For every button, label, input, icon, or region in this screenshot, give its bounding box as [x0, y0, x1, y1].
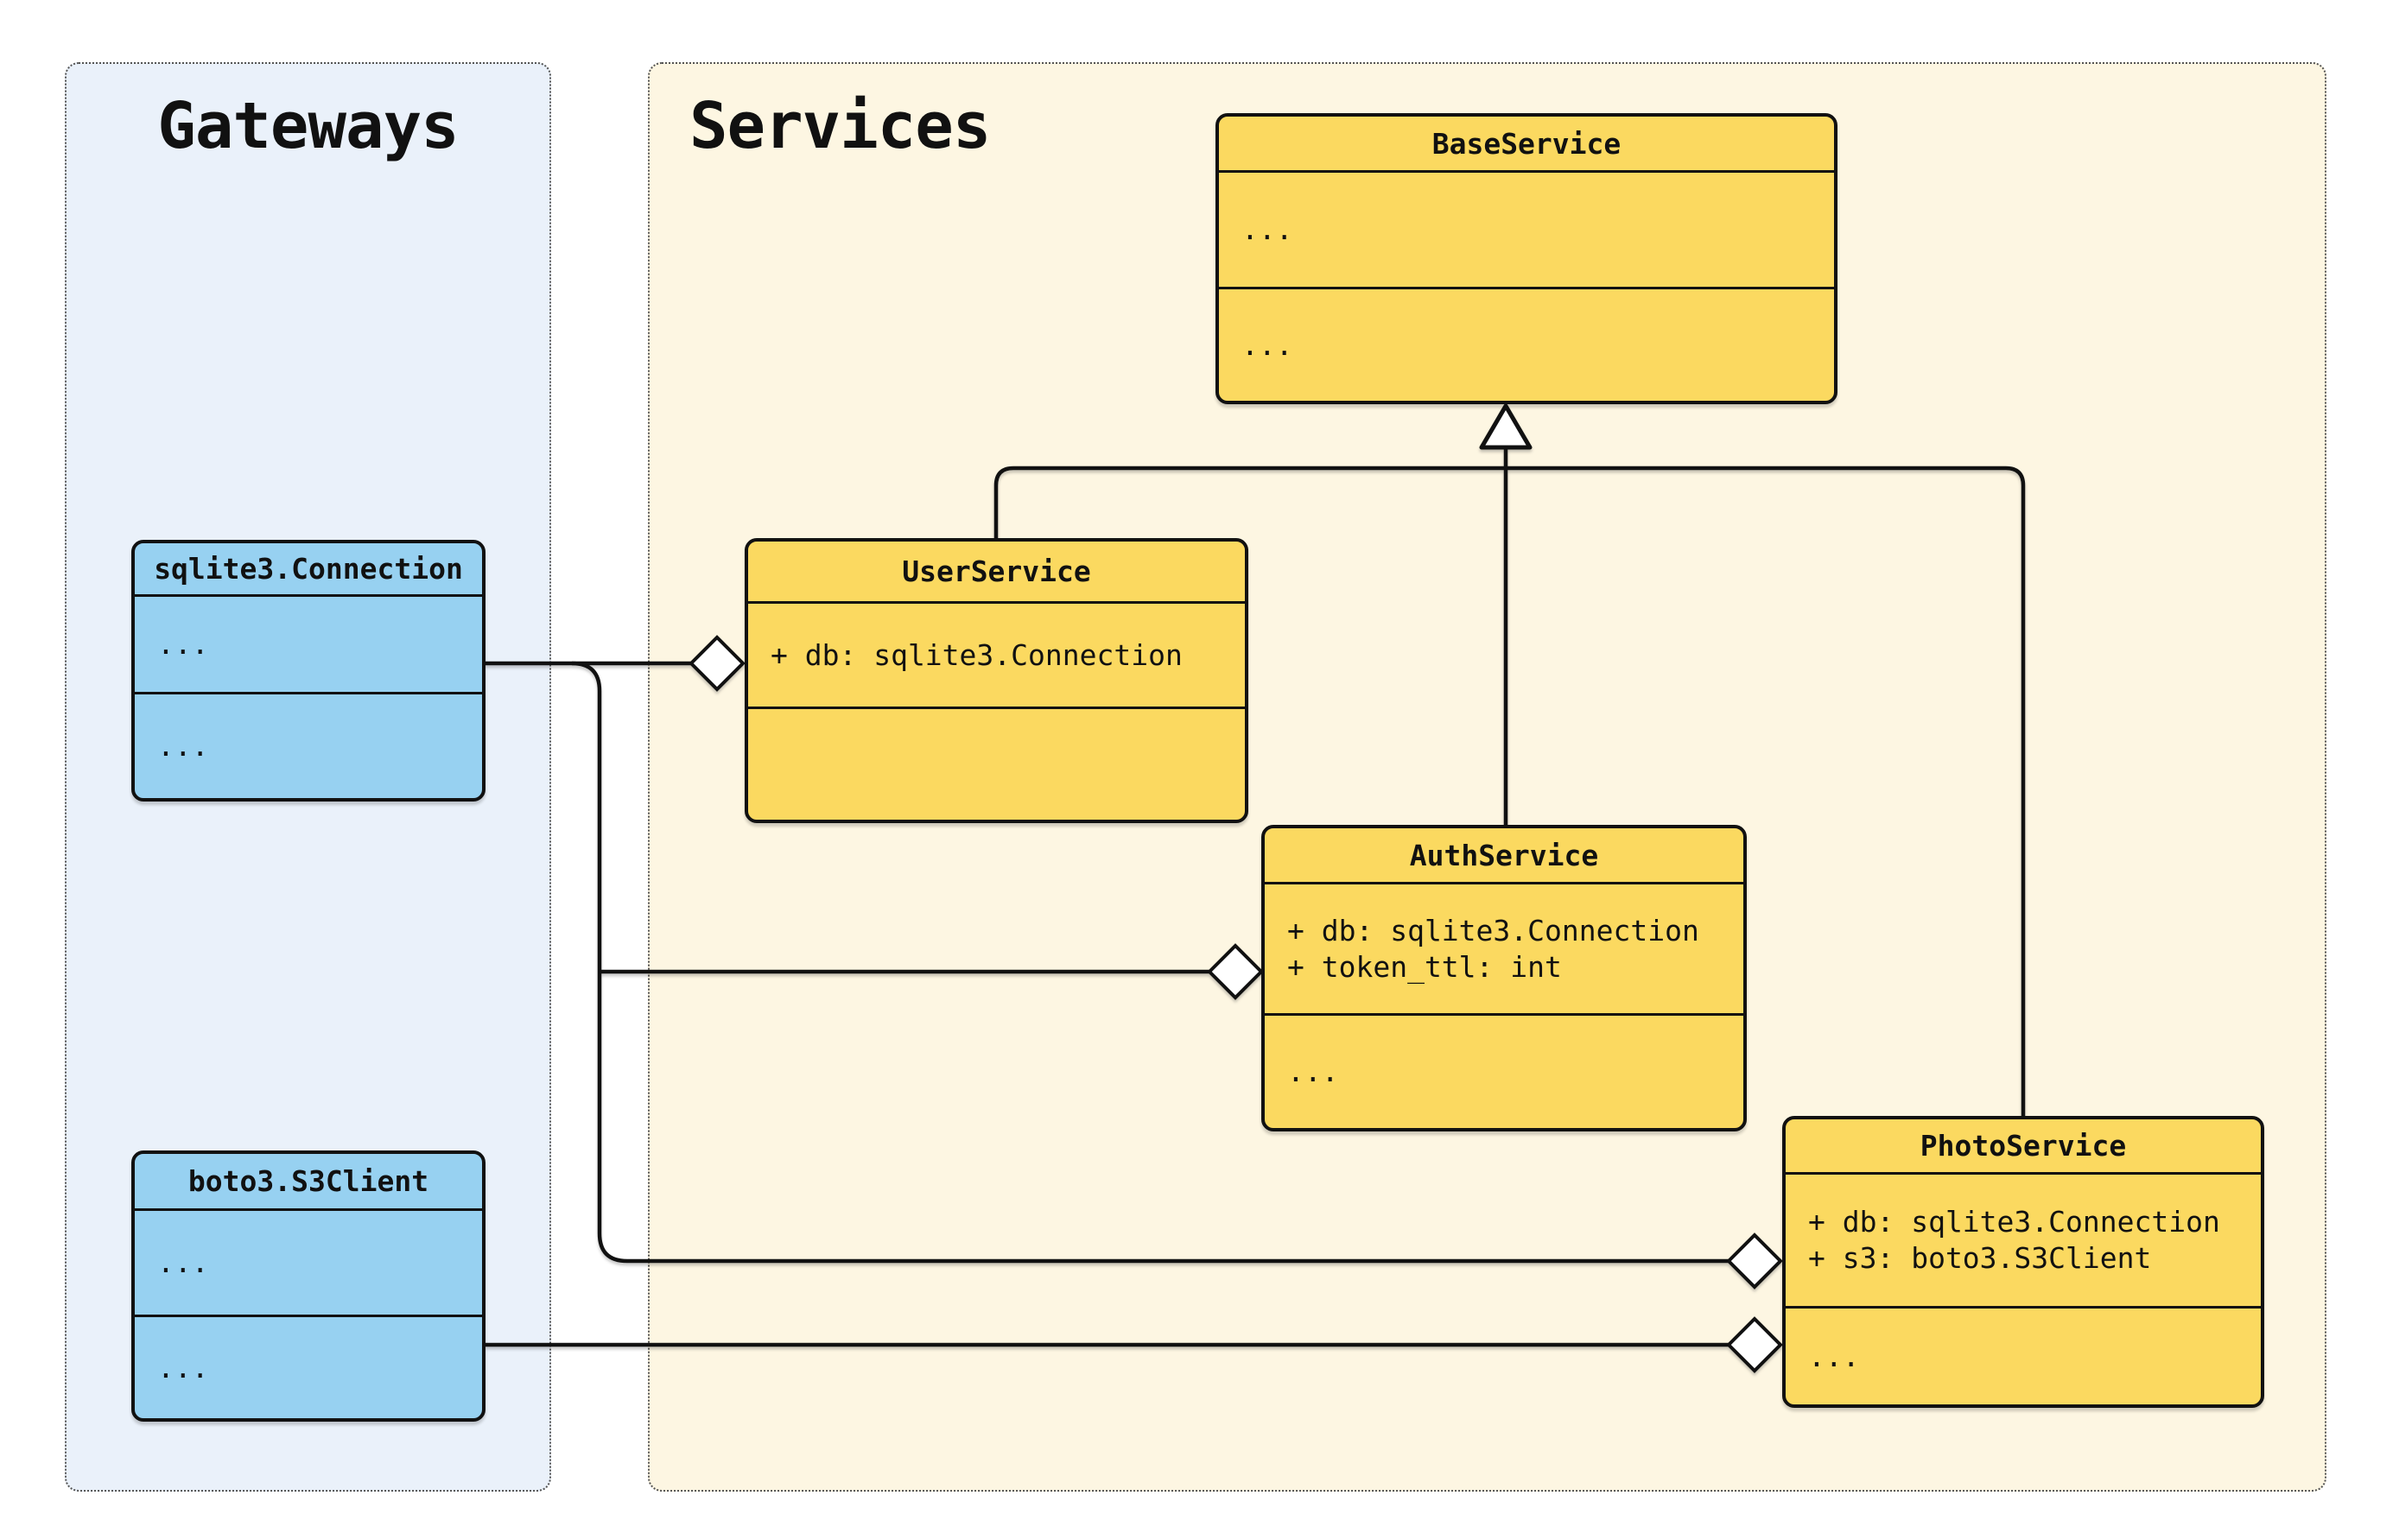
- method-line: ...: [157, 1350, 209, 1385]
- methods-section: ...: [135, 692, 482, 798]
- attribute-line: + db: sqlite3.Connection: [1808, 1205, 2220, 1239]
- method-line: ...: [1808, 1339, 1860, 1373]
- services-group-label: Services: [689, 89, 991, 163]
- aggregation-diamond-icon-photoservice-db: [1726, 1233, 1783, 1290]
- method-line: ...: [1241, 327, 1293, 362]
- attributes-section: + db: sqlite3.Connection: [748, 601, 1245, 707]
- attribute-line: ...: [157, 627, 209, 661]
- method-line: ...: [1287, 1055, 1339, 1088]
- methods-section: ...: [1265, 1013, 1743, 1128]
- methods-section: ...: [1219, 287, 1834, 401]
- attribute-line: + db: sqlite3.Connection: [771, 637, 1183, 672]
- aggregation-diamond-icon-photoservice-s3: [1726, 1316, 1783, 1373]
- class-title: UserService: [902, 555, 1091, 588]
- class-box-photoservice: PhotoService + db: sqlite3.Connection + …: [1782, 1116, 2264, 1408]
- class-box-sqlite3-connection: sqlite3.Connection ... ...: [131, 540, 486, 802]
- aggregation-diamond-icon-authservice: [1207, 943, 1264, 1000]
- aggregation-diamond-icon-userservice: [689, 635, 746, 692]
- attribute-line: ...: [157, 1245, 209, 1279]
- attributes-section: + db: sqlite3.Connection + token_ttl: in…: [1265, 882, 1743, 1013]
- attribute-line: + db: sqlite3.Connection: [1287, 913, 1699, 947]
- attributes-section: ...: [1219, 170, 1834, 287]
- aggregation-branch-line: [571, 661, 1729, 1264]
- methods-section: ...: [1786, 1306, 2261, 1404]
- class-box-authservice: AuthService + db: sqlite3.Connection + t…: [1261, 825, 1747, 1131]
- class-box-boto3-s3client: boto3.S3Client ... ...: [131, 1150, 486, 1422]
- attribute-line: ...: [1241, 212, 1293, 246]
- class-box-baseservice: BaseService ... ...: [1215, 113, 1837, 404]
- class-title: boto3.S3Client: [187, 1164, 429, 1198]
- inheritance-triangle-icon: [1479, 403, 1533, 450]
- class-title: AuthService: [1409, 838, 1599, 872]
- attributes-section: + db: sqlite3.Connection + s3: boto3.S3C…: [1786, 1172, 2261, 1306]
- class-title: PhotoService: [1920, 1129, 2127, 1163]
- gateways-group-label: Gateways: [157, 89, 459, 163]
- class-title: BaseService: [1431, 126, 1622, 161]
- methods-section: ...: [135, 1315, 482, 1418]
- method-line: ...: [157, 729, 209, 763]
- methods-section: [748, 707, 1245, 820]
- class-title: sqlite3.Connection: [154, 552, 463, 586]
- attribute-line: + s3: boto3.S3Client: [1808, 1241, 2152, 1275]
- attributes-section: ...: [135, 1208, 482, 1315]
- attribute-line: + token_ttl: int: [1287, 949, 1562, 984]
- class-box-userservice: UserService + db: sqlite3.Connection: [745, 538, 1248, 823]
- attributes-section: ...: [135, 594, 482, 692]
- inheritance-edge-userservice-photoservice: [993, 466, 2026, 1116]
